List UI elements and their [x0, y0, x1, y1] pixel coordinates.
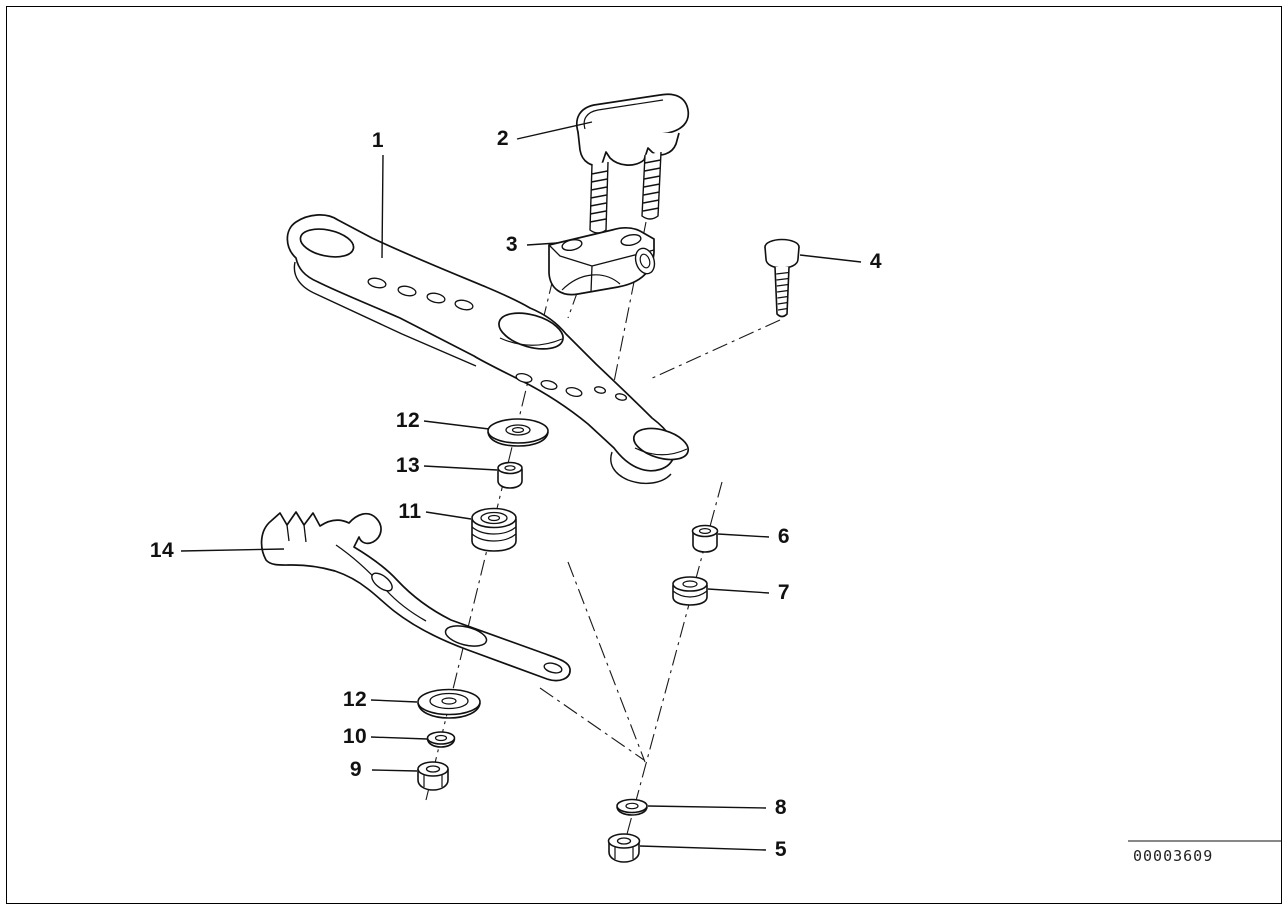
part-callout-11: 11: [398, 500, 422, 523]
part-2-clamp-upper: [575, 93, 690, 234]
part-6-bushing: [691, 524, 719, 553]
stud-left: [589, 161, 609, 234]
stud-right: [641, 151, 662, 220]
part-callout-6: 6: [777, 525, 791, 548]
document-number: 00003609: [1133, 847, 1214, 865]
part-7-grooved-bushing: [672, 576, 708, 606]
part-13-bushing: [497, 461, 523, 489]
part-4-bolt: [764, 238, 800, 318]
part-callout-7: 7: [777, 581, 791, 604]
part-callout-1: 1: [371, 129, 385, 152]
part-callout-9: 9: [349, 758, 363, 781]
part-callout-14: 14: [149, 539, 175, 562]
part-callout-5: 5: [774, 838, 788, 861]
part-12-washer-lower: [417, 688, 481, 719]
part-1-fork-bridge: [286, 214, 690, 485]
part-callout-12-upper: 12: [395, 409, 421, 432]
part-14-bracket: [260, 511, 571, 682]
part-callout-10: 10: [342, 725, 368, 748]
part-3-clamp-lower: [548, 227, 656, 296]
part-callout-13: 13: [395, 454, 421, 477]
part-5-nut: [607, 833, 641, 863]
part-9-nut: [417, 761, 449, 791]
part-12-washer-upper: [487, 418, 549, 447]
part-11-bearing: [471, 507, 517, 552]
part-callout-3: 3: [505, 233, 519, 256]
part-10-washer: [426, 731, 456, 748]
bridge-small-holes: [367, 277, 628, 401]
part-callout-4: 4: [869, 250, 883, 273]
part-callout-12-lower: 12: [342, 688, 368, 711]
part-callout-8: 8: [774, 796, 788, 819]
part-callout-2: 2: [496, 127, 510, 150]
leader-lines: [180, 121, 862, 851]
part-8-washer: [616, 798, 648, 816]
